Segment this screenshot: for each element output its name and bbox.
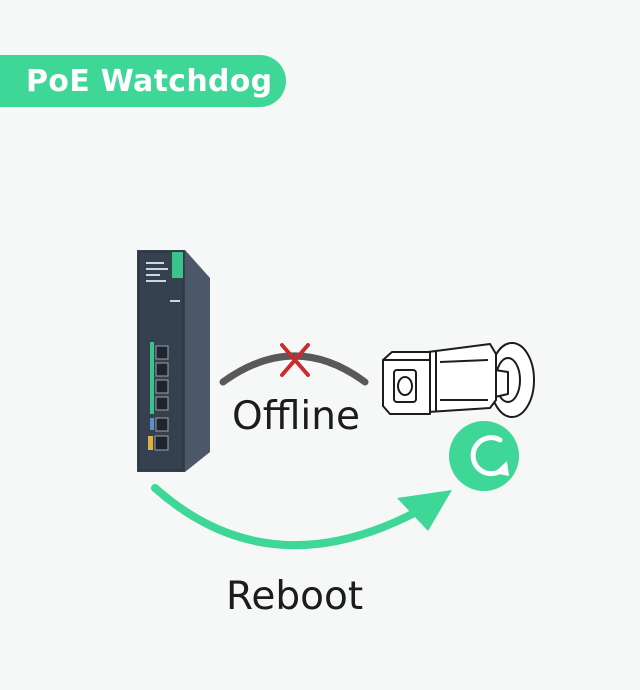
link-line <box>219 352 369 386</box>
page-title: PoE Watchdog <box>26 63 273 99</box>
reboot-label: Reboot <box>226 574 364 619</box>
arrow-right-icon <box>151 484 452 550</box>
bullet-camera-icon <box>382 342 535 418</box>
offline-label: Offline <box>232 394 360 439</box>
poe-switch-icon <box>137 250 210 472</box>
cross-icon <box>280 343 310 377</box>
refresh-icon <box>449 421 519 491</box>
page-title-badge: PoE Watchdog <box>0 55 286 107</box>
